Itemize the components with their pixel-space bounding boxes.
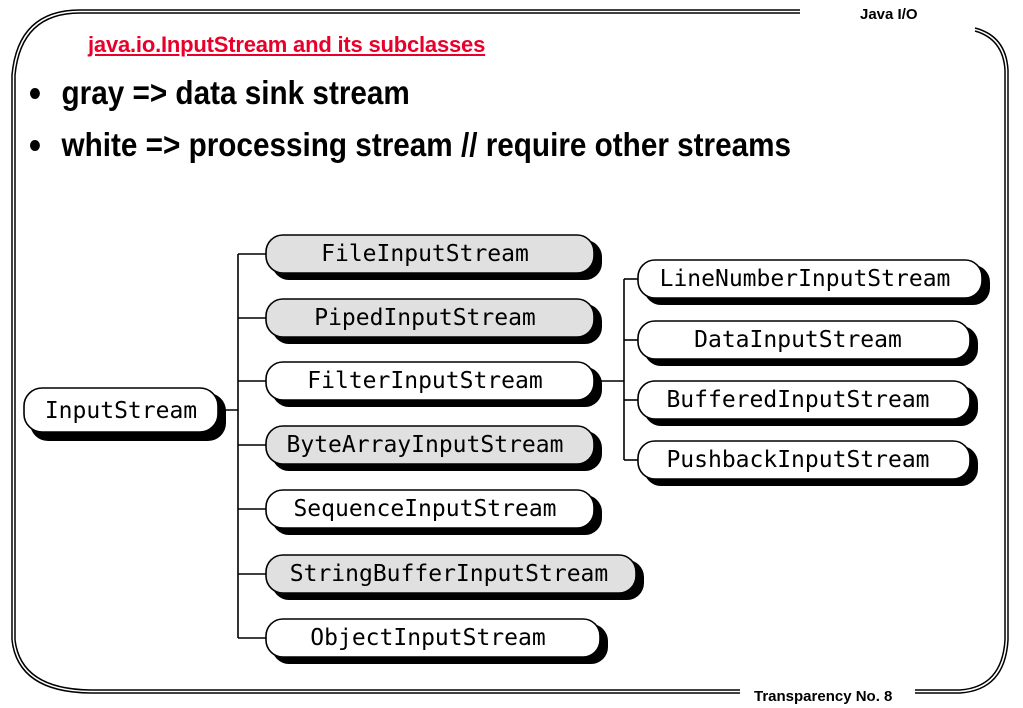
node-inputstream: InputStream [23, 387, 226, 441]
node-label: SequenceInputStream [293, 496, 556, 522]
node-filterinputstream: FilterInputStream [265, 361, 602, 407]
node-label: PipedInputStream [314, 305, 536, 331]
node-bytearrayinputstream: ByteArrayInputStream [265, 425, 602, 471]
node-label: LineNumberInputStream [660, 266, 951, 292]
connector-filter [596, 278, 638, 461]
connector-root [218, 253, 266, 639]
page-title: java.io.InputStream and its subclasses [88, 32, 486, 57]
node-label: PushbackInputStream [666, 447, 929, 473]
node-pushbackinputstream: PushbackInputStream [637, 440, 978, 486]
header-label: Java I/O [860, 6, 918, 23]
node-objectinputstream: ObjectInputStream [265, 618, 608, 664]
node-label: FileInputStream [321, 241, 529, 267]
node-sequenceinputstream: SequenceInputStream [265, 489, 602, 535]
node-label: StringBufferInputStream [290, 561, 609, 587]
bullet-dot-icon [30, 139, 40, 151]
bullet-white-processing: white => processing stream // require ot… [30, 126, 791, 164]
node-pipedinputstream: PipedInputStream [265, 298, 602, 344]
bullet-text: white => processing stream // require ot… [61, 126, 792, 163]
node-bufferedinputstream: BufferedInputStream [637, 380, 978, 426]
node-label: ObjectInputStream [310, 625, 545, 651]
bullet-text: gray => data sink stream [61, 74, 410, 111]
bullet-gray-sink: gray => data sink stream [30, 74, 410, 112]
footer-label: Transparency No. 8 [754, 688, 893, 705]
node-label: FilterInputStream [307, 368, 542, 394]
node-stringbufferinputstream: StringBufferInputStream [265, 554, 644, 600]
node-fileinputstream: FileInputStream [265, 234, 602, 280]
node-label: DataInputStream [694, 327, 902, 353]
bullet-dot-icon [30, 87, 40, 99]
node-linenumberinputstream: LineNumberInputStream [637, 259, 990, 305]
node-label: BufferedInputStream [666, 387, 929, 413]
node-datainputstream: DataInputStream [637, 320, 978, 366]
node-label: InputStream [45, 398, 197, 424]
node-label: ByteArrayInputStream [287, 432, 564, 458]
